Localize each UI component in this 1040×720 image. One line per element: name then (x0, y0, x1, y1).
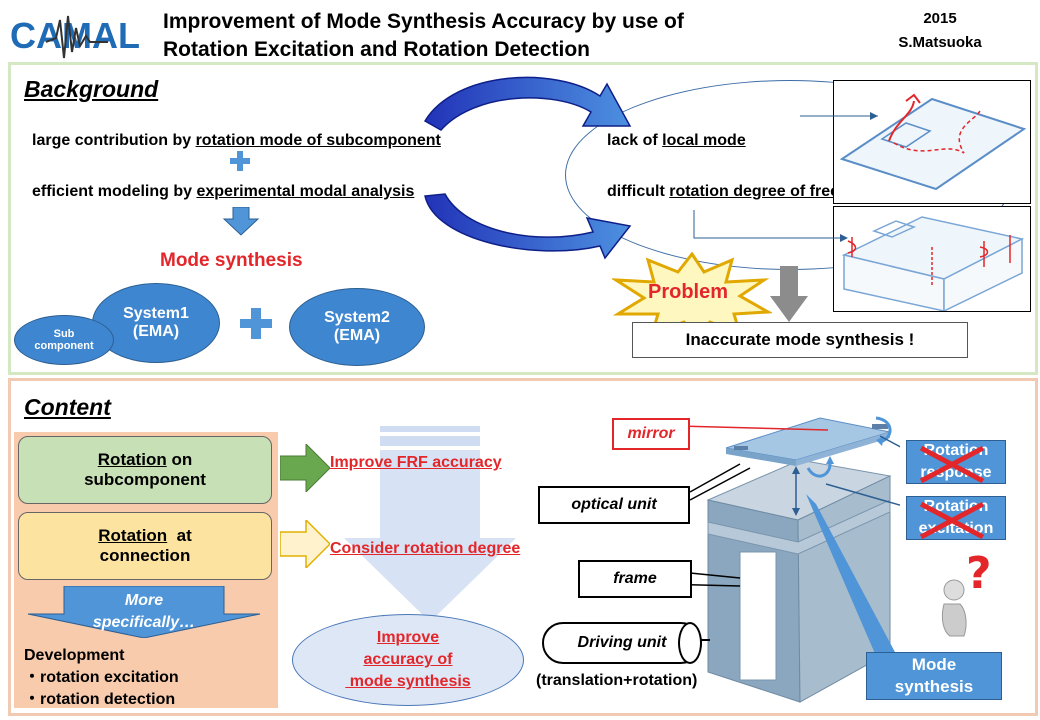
thinking-person-icon (941, 579, 967, 637)
sub-line2: component (34, 340, 94, 352)
translation-rotation: (translation+rotation) (536, 672, 698, 689)
inaccurate-box: Inaccurate mode synthesis ! (632, 322, 968, 358)
box1-line2: subcomponent (84, 470, 206, 489)
system2-line2: (EMA) (333, 327, 381, 344)
local-mode-figure (833, 80, 1031, 204)
plus-icon-v2 (251, 308, 261, 339)
line1-underlined: rotation mode of subcomponent (195, 132, 441, 149)
year: 2015 (923, 10, 957, 27)
green-right-arrow-icon (280, 444, 330, 492)
background-heading: Background (24, 76, 159, 102)
title-line-2: Rotation Excitation and Rotation Detecti… (163, 38, 591, 61)
lack-underlined: local mode (662, 132, 746, 149)
system2-ellipse: System2 (EMA) (289, 288, 425, 366)
result-line3: mode synthesis (345, 673, 471, 690)
box2-underlined: Rotation (98, 526, 168, 545)
rotation-excitation-box: Rotation excitation (906, 496, 1006, 540)
rotation-subcomponent-box: Rotation on subcomponent (18, 436, 272, 504)
background-line-2: efficient modeling by experimental modal… (32, 183, 414, 201)
more-line2: specifically… (92, 614, 196, 631)
diff-underlined: rotation degree of freedom (669, 183, 873, 200)
dev-item-1: ・rotation excitation (24, 669, 179, 686)
system1-line1: System1 (123, 305, 189, 322)
system1-ellipse: System1 (EMA) (92, 283, 220, 363)
driving-unit-label: Driving unit (542, 622, 702, 664)
result-line1: Improve (376, 629, 440, 646)
rotation-response-box: Rotation response (906, 440, 1006, 484)
rot-response-line1: Rotation (923, 442, 989, 459)
more-specifically: More specifically… (24, 590, 264, 634)
rotation-connection-box: Rotation at connection (18, 512, 272, 580)
mirror-label: mirror (612, 418, 690, 450)
rotation-dof-figure (833, 206, 1031, 313)
subcomponent-ellipse: Sub component (14, 315, 114, 365)
box-rotation-icon (841, 216, 1025, 313)
box1-underlined: Rotation (97, 450, 167, 469)
lack-prefix: lack of (607, 132, 663, 149)
background-line-1: large contribution by rotation mode of s… (32, 132, 441, 150)
plus-icon-v (237, 151, 243, 171)
content-heading: Content (24, 394, 111, 420)
dev-title: Development (24, 647, 125, 664)
system1-line2: (EMA) (132, 323, 180, 340)
author: S.Matsuoka (898, 34, 982, 51)
mode-synthesis-box: Mode synthesis (866, 652, 1002, 700)
structure-figure-icon (706, 416, 892, 703)
improve-frf: Improve FRF accuracy (330, 454, 502, 471)
system2-line1: System2 (324, 309, 390, 326)
yellow-right-arrow-icon (280, 520, 330, 568)
result-ellipse: Improve accuracy of mode synthesis (292, 614, 524, 706)
title-line-1: Improvement of Mode Synthesis Accuracy b… (163, 10, 684, 33)
mode-synthesis-label: Mode synthesis (160, 250, 303, 271)
line2-underlined: experimental modal analysis (196, 183, 415, 200)
frame-label: frame (578, 560, 692, 598)
down-arrow-icon (222, 207, 260, 236)
sub-line1: Sub (53, 328, 75, 340)
box1-rest: on (166, 450, 193, 469)
problem-label: Problem (648, 281, 729, 303)
consider-rotation: Consider rotation degree (330, 540, 521, 557)
development-list: Development ・rotation excitation ・rotati… (24, 645, 179, 711)
rot-excitation-line1: Rotation (923, 498, 989, 515)
more-line1: More (124, 592, 164, 609)
dev-item-2: ・rotation detection (24, 691, 176, 708)
big-down-arrow-icon (344, 426, 516, 622)
problem-burst-icon (612, 252, 772, 336)
camal-logo: CAMAL (8, 8, 158, 63)
rot-excitation-line2: excitation (918, 520, 994, 537)
plate-local-mode-icon (839, 93, 1027, 191)
line1-prefix: large contribution by (32, 132, 196, 149)
question-mark-icon: ? (966, 548, 992, 599)
rot-response-line2: response (920, 464, 992, 481)
box2-line2: connection (99, 546, 191, 565)
diff-prefix: difficult (607, 183, 670, 200)
logo-waveform-icon (45, 15, 108, 59)
line2-prefix: efficient modeling by (32, 183, 197, 200)
result-line2: accuracy of (363, 651, 453, 668)
lack-local-mode: lack of local mode (607, 132, 746, 150)
more-specifically-arrow-icon (27, 586, 261, 638)
mode-synth-line2: synthesis (894, 677, 974, 696)
mode-synth-line1: Mode (911, 655, 957, 674)
leader-lines-icon (693, 112, 878, 242)
box2-rest: at (167, 526, 192, 545)
optical-unit-label: optical unit (538, 486, 690, 524)
curved-arrows-icon (423, 76, 632, 260)
cylinder-end-icon (678, 622, 702, 664)
gray-down-arrow-icon (770, 266, 808, 322)
